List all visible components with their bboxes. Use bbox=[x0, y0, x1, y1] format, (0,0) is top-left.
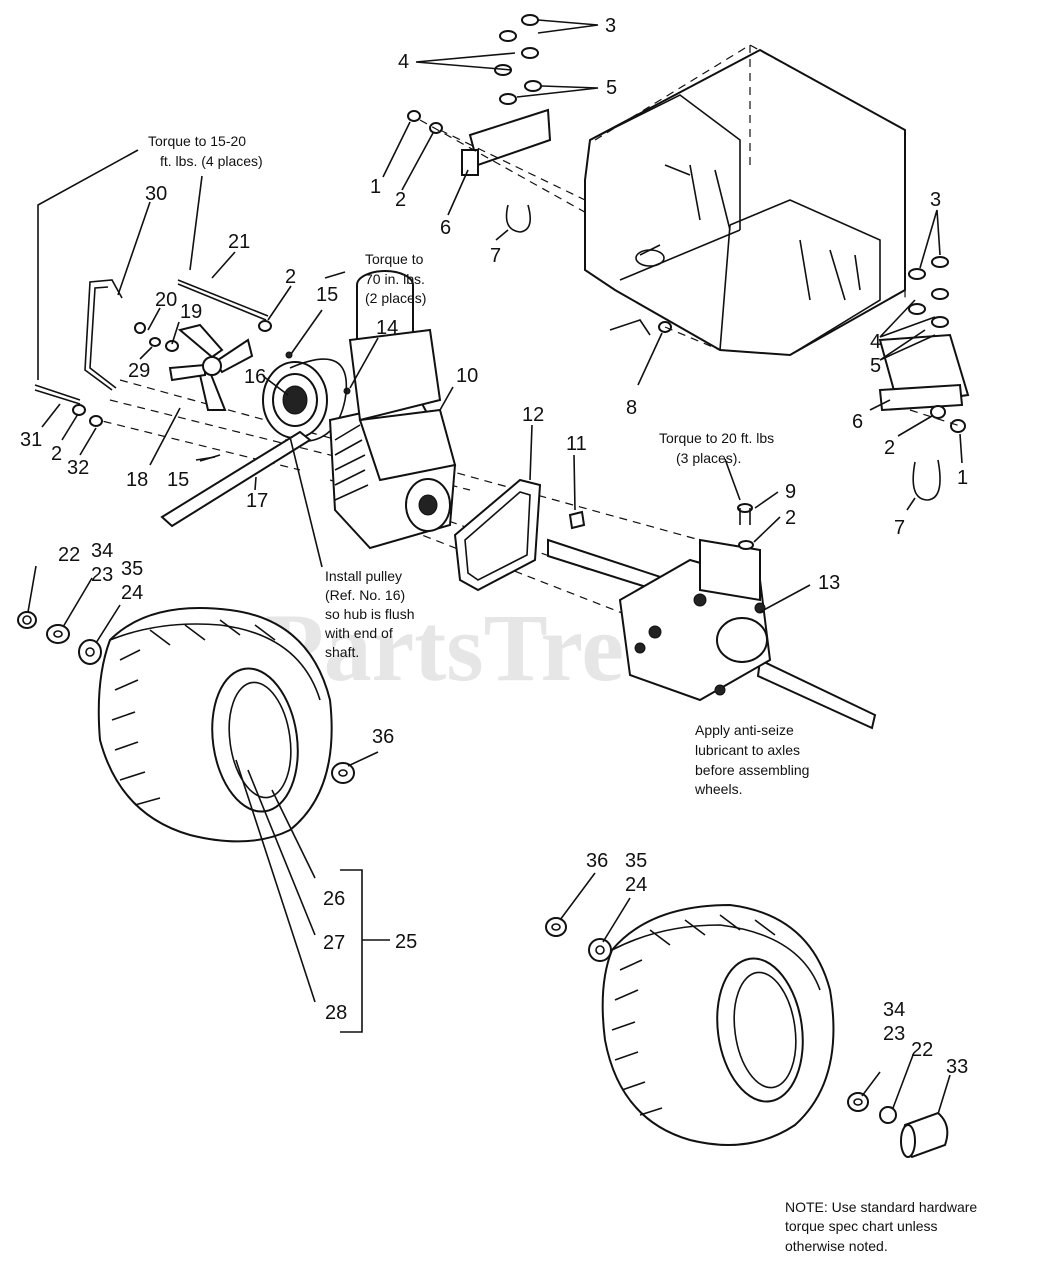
svg-text:Apply anti-seize: Apply anti-seize bbox=[695, 722, 794, 738]
svg-text:NOTE: Use standard hardware: NOTE: Use standard hardware bbox=[785, 1199, 977, 1215]
note-standard-hardware: NOTE: Use standard hardware torque spec … bbox=[785, 1199, 977, 1254]
callout-24: 24 bbox=[121, 582, 143, 604]
callout-6: 6 bbox=[440, 217, 451, 239]
svg-text:ft. lbs. (4 places): ft. lbs. (4 places) bbox=[160, 153, 263, 169]
callout-35: 35 bbox=[625, 850, 647, 872]
callout-23: 23 bbox=[883, 1023, 905, 1045]
callout-8: 8 bbox=[626, 397, 637, 419]
callout-7: 7 bbox=[894, 517, 905, 539]
callout-4: 4 bbox=[398, 51, 409, 73]
callout-2: 2 bbox=[285, 266, 296, 288]
frame-assembly bbox=[584, 44, 906, 357]
bracket-right bbox=[878, 333, 970, 412]
callout-15: 15 bbox=[316, 284, 338, 306]
callout-15: 15 bbox=[167, 469, 189, 491]
callout-13: 13 bbox=[818, 572, 840, 594]
svg-text:Torque to 15-20: Torque to 15-20 bbox=[148, 133, 246, 149]
bracket-left bbox=[461, 108, 552, 176]
wheel-right bbox=[601, 903, 835, 1146]
svg-text:with end of: with end of bbox=[324, 625, 393, 641]
callout-33: 33 bbox=[946, 1056, 968, 1078]
callout-32: 32 bbox=[67, 457, 89, 479]
transmission bbox=[547, 503, 877, 730]
callout-12: 12 bbox=[522, 404, 544, 426]
callout-20: 20 bbox=[155, 289, 177, 311]
svg-text:(3 places).: (3 places). bbox=[676, 450, 741, 466]
svg-text:shaft.: shaft. bbox=[325, 644, 359, 660]
callout-4: 4 bbox=[870, 331, 881, 353]
svg-text:(2 places): (2 places) bbox=[365, 290, 426, 306]
callout-22: 22 bbox=[58, 544, 80, 566]
washers-right bbox=[545, 917, 949, 1159]
callout-26: 26 bbox=[323, 888, 345, 910]
svg-text:(Ref. No. 16): (Ref. No. 16) bbox=[325, 587, 405, 603]
callout-3: 3 bbox=[930, 189, 941, 211]
note-torque-20: Torque to 20 ft. lbs (3 places). bbox=[659, 430, 774, 466]
callout-24: 24 bbox=[625, 874, 647, 896]
svg-text:so hub is flush: so hub is flush bbox=[325, 606, 415, 622]
callout-25: 25 bbox=[395, 931, 417, 953]
callout-34: 34 bbox=[883, 999, 905, 1021]
callout-11: 11 bbox=[566, 433, 587, 455]
watermark: PartsTree bbox=[265, 594, 667, 701]
callout-35: 35 bbox=[121, 558, 143, 580]
callout-31: 31 bbox=[20, 429, 42, 451]
fan-guard-rod bbox=[84, 279, 123, 391]
svg-text:70 in. lbs.: 70 in. lbs. bbox=[365, 271, 425, 287]
note-anti-seize: Apply anti-seize lubricant to axles befo… bbox=[694, 722, 809, 797]
callout-9: 9 bbox=[785, 481, 796, 503]
svg-text:wheels.: wheels. bbox=[694, 781, 742, 797]
callout-36: 36 bbox=[586, 850, 608, 872]
callout-7: 7 bbox=[490, 245, 501, 267]
svg-text:Install pulley: Install pulley bbox=[325, 568, 402, 584]
note-torque-70: Torque to 70 in. lbs. (2 places) bbox=[365, 251, 426, 306]
callout-21: 21 bbox=[228, 231, 250, 253]
callout-6: 6 bbox=[852, 411, 863, 433]
callout-2: 2 bbox=[51, 443, 62, 465]
callout-30: 30 bbox=[145, 183, 167, 205]
callout-1: 1 bbox=[957, 467, 968, 489]
svg-text:before assembling: before assembling bbox=[695, 762, 809, 778]
dowel-pin bbox=[568, 510, 586, 530]
callout-23: 23 bbox=[91, 564, 113, 586]
callout-labels: 3 4 5 1 2 6 7 3 4 5 6 2 1 7 8 9 2 10 11 … bbox=[20, 15, 968, 1078]
hardware-right bbox=[658, 256, 966, 501]
callout-17: 17 bbox=[246, 490, 268, 512]
callout-2: 2 bbox=[785, 507, 796, 529]
callout-2: 2 bbox=[884, 437, 895, 459]
callout-16: 16 bbox=[244, 366, 266, 388]
note-install-pulley: Install pulley (Ref. No. 16) so hub is f… bbox=[324, 568, 415, 660]
callout-1: 1 bbox=[370, 176, 381, 198]
belt bbox=[160, 430, 312, 528]
callout-29: 29 bbox=[128, 360, 150, 382]
note-torque-15-20: Torque to 15-20 ft. lbs. (4 places) bbox=[148, 133, 263, 169]
engine bbox=[328, 270, 457, 550]
pulley bbox=[262, 358, 347, 443]
gasket bbox=[453, 478, 542, 592]
svg-text:torque spec chart unless: torque spec chart unless bbox=[785, 1218, 938, 1234]
leader-lines bbox=[27, 19, 963, 1115]
svg-text:Torque to: Torque to bbox=[365, 251, 424, 267]
callout-34: 34 bbox=[91, 540, 113, 562]
callout-19: 19 bbox=[180, 301, 202, 323]
callout-3: 3 bbox=[605, 15, 616, 37]
callout-28: 28 bbox=[325, 1002, 347, 1024]
callout-18: 18 bbox=[126, 469, 148, 491]
callout-5: 5 bbox=[606, 77, 617, 99]
svg-text:otherwise noted.: otherwise noted. bbox=[785, 1238, 888, 1254]
callout-14: 14 bbox=[376, 317, 398, 339]
washers-left bbox=[17, 611, 355, 784]
svg-text:Torque to 20 ft. lbs: Torque to 20 ft. lbs bbox=[659, 430, 774, 446]
callout-2: 2 bbox=[395, 189, 406, 211]
svg-text:lubricant to axles: lubricant to axles bbox=[695, 742, 800, 758]
callout-27: 27 bbox=[323, 932, 345, 954]
bolts-left bbox=[34, 279, 351, 462]
callout-36: 36 bbox=[372, 726, 394, 748]
wheel-left bbox=[97, 607, 333, 843]
callout-10: 10 bbox=[456, 365, 478, 387]
callout-5: 5 bbox=[870, 355, 881, 377]
callout-22: 22 bbox=[911, 1039, 933, 1061]
fan bbox=[168, 323, 254, 411]
